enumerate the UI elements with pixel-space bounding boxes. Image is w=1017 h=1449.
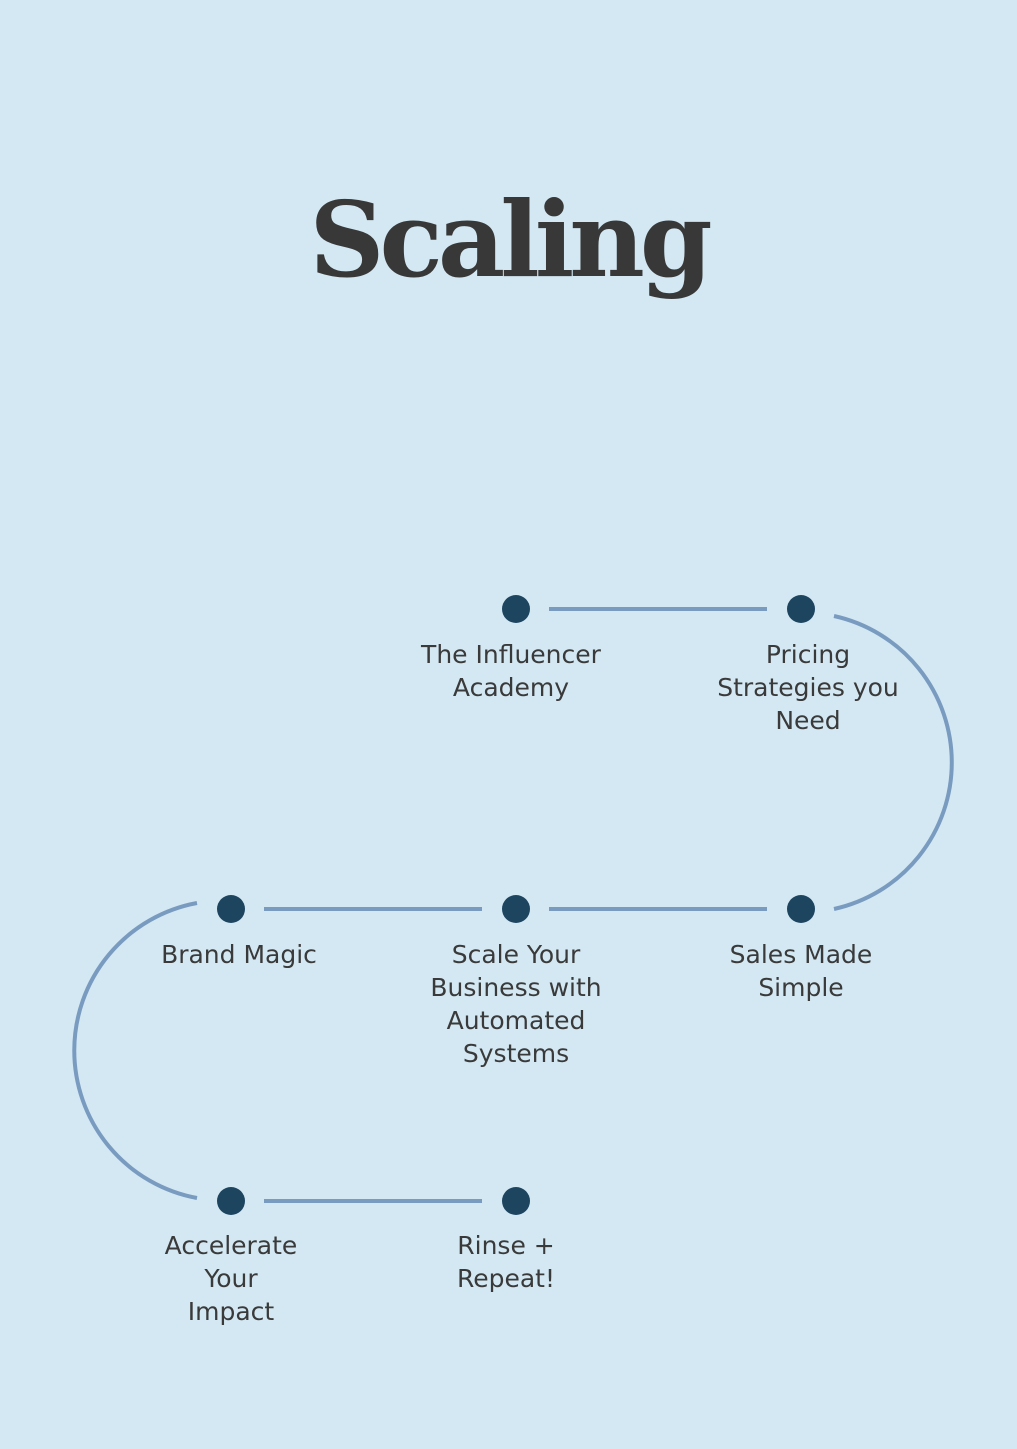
step-label-sales-made-simple: Sales Made Simple — [729, 940, 873, 1002]
step-node-7 — [502, 1187, 530, 1215]
step-node-4 — [502, 895, 530, 923]
step-label-rinse-repeat: Rinse + Repeat! — [456, 1231, 556, 1293]
nodes — [217, 595, 815, 1215]
page-title: Scaling — [309, 178, 712, 301]
step-node-6 — [217, 1187, 245, 1215]
connector-arc-right — [833, 614, 954, 911]
step-node-1 — [502, 595, 530, 623]
connectors — [72, 607, 954, 1203]
step-node-2 — [787, 595, 815, 623]
step-node-3 — [787, 895, 815, 923]
step-label-scale-your-business: Scale Your Business with Automated Syste… — [430, 940, 602, 1068]
step-label-brand-magic: Brand Magic — [161, 940, 317, 969]
step-label-pricing-strategies: Pricing Strategies you Need — [717, 640, 899, 735]
step-label-accelerate-impact: Accelerate Your Impact — [164, 1231, 298, 1326]
step-label-influencer-academy: The Influencer Academy — [421, 640, 601, 702]
connector-arc-left — [72, 901, 198, 1200]
step-node-5 — [217, 895, 245, 923]
